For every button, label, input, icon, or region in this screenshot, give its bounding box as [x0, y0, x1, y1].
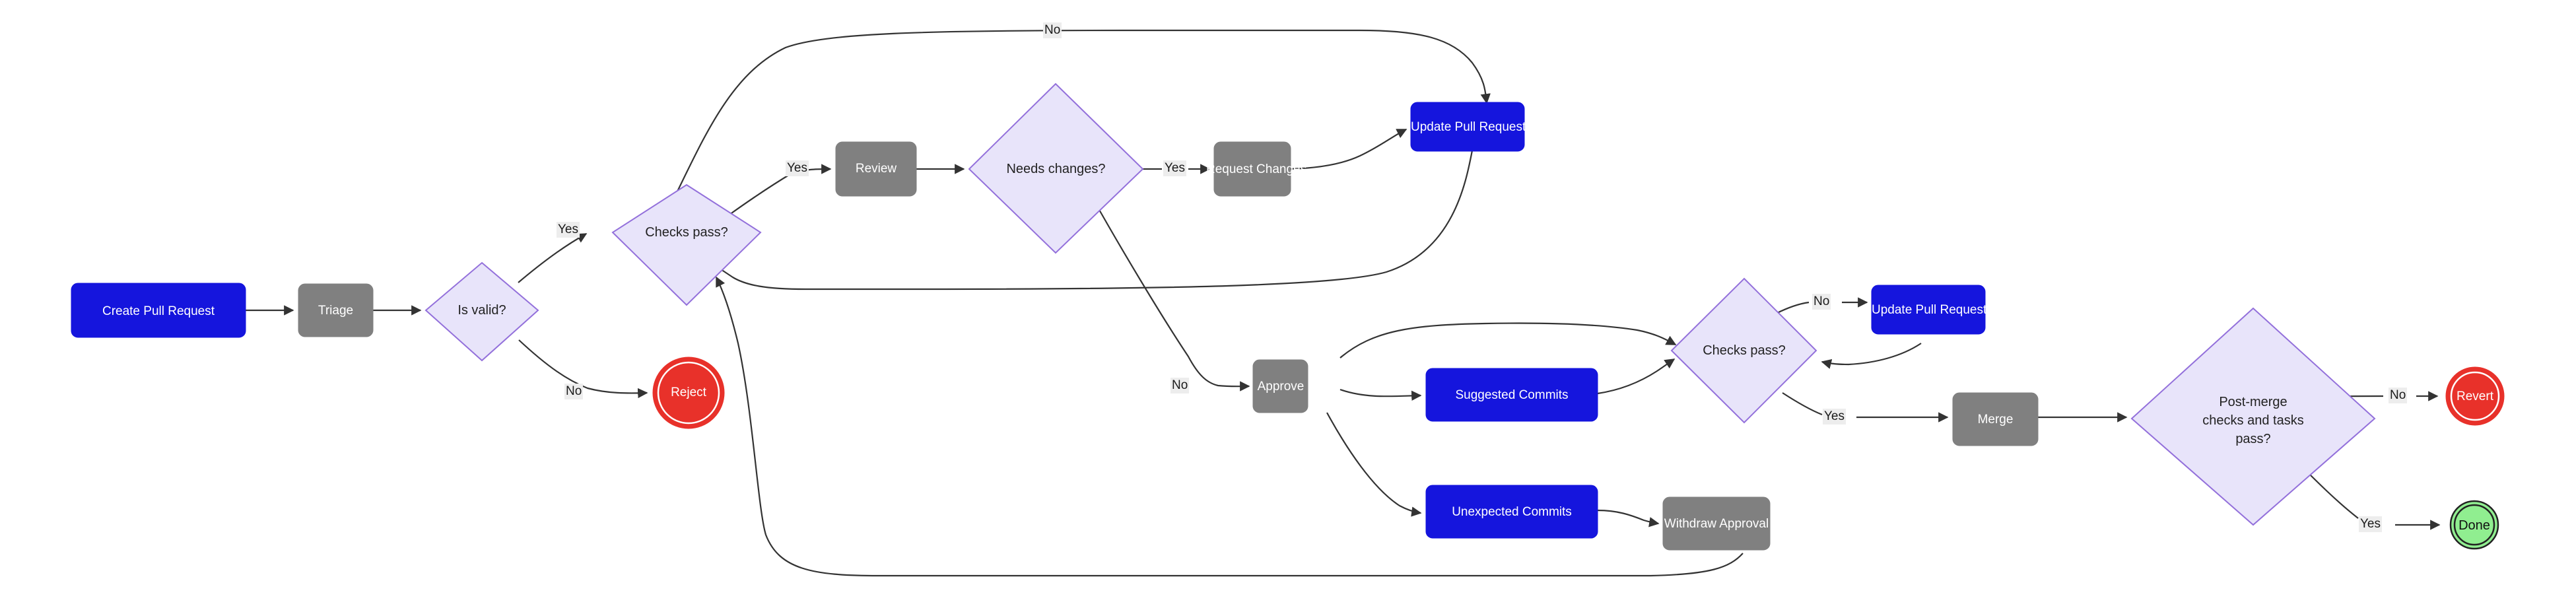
- edge-approve-to-suggested: [1339, 388, 1422, 401]
- node-merge[interactable]: [1952, 392, 2039, 446]
- edge-needschanges-no-to-approve: [1092, 197, 1250, 392]
- edge-label-needschanges-yes: Yes: [1163, 160, 1186, 176]
- node-update-pull-request-2[interactable]: [1871, 285, 1986, 335]
- nodes-layer: [71, 83, 2505, 551]
- edges-layer: [246, 29, 2439, 577]
- node-triage[interactable]: [298, 283, 374, 337]
- edge-label-needschanges-no: No: [1170, 378, 1190, 393]
- node-revert-outer[interactable]: [2445, 366, 2505, 426]
- node-checks-pass-1[interactable]: [611, 184, 762, 306]
- edge-requestchanges-to-update1: [1280, 129, 1407, 170]
- edge-postmerge-yes-to-done: [2297, 461, 2439, 525]
- node-create-pull-request[interactable]: [71, 283, 246, 338]
- node-withdraw-approval[interactable]: [1662, 496, 1771, 551]
- edge-checks2-no-to-update2: [1775, 302, 1867, 314]
- edge-label-postmerge-no: No: [2389, 388, 2408, 403]
- edge-label-checks1-no-top: No: [1043, 22, 1062, 38]
- edge-approve-to-unexpected: [1326, 412, 1422, 517]
- node-revert-inner: [2450, 371, 2500, 421]
- node-review[interactable]: [835, 141, 917, 197]
- edge-isvalid-yes-to-checks1: [518, 233, 588, 283]
- edge-label-isvalid-no: No: [564, 384, 584, 399]
- edge-label-checks2-no: No: [1812, 294, 1831, 310]
- edge-checks1-no-to-update1: [676, 29, 1491, 193]
- edge-update2-to-checks2: [1821, 343, 1922, 369]
- edge-suggested-to-checks2: [1597, 358, 1676, 395]
- node-approve[interactable]: [1252, 359, 1308, 413]
- node-request-changes[interactable]: [1213, 141, 1291, 197]
- edge-label-checks2-yes: Yes: [1823, 409, 1846, 425]
- node-unexpected-commits[interactable]: [1425, 485, 1598, 539]
- node-reject-outer[interactable]: [652, 357, 725, 429]
- node-reject-inner: [657, 361, 720, 425]
- node-checks-pass-2[interactable]: [1670, 277, 1817, 424]
- edge-withdraw-to-checks1: [716, 276, 1744, 577]
- edge-label-postmerge-yes: Yes: [2359, 516, 2382, 532]
- edge-unexpected-to-withdraw: [1597, 509, 1660, 528]
- edge-update1-to-checks1: [704, 150, 1474, 290]
- node-done-inner: [2453, 504, 2495, 546]
- node-done-outer[interactable]: [2449, 500, 2499, 550]
- node-is-valid[interactable]: [424, 261, 539, 362]
- edge-label-checks1-yes: Yes: [786, 160, 809, 176]
- node-suggested-commits[interactable]: [1425, 368, 1598, 422]
- node-update-pull-request-1[interactable]: [1410, 102, 1525, 152]
- node-post-merge-checks[interactable]: [2130, 307, 2376, 526]
- edge-checks1-yes-to-review: [729, 164, 832, 215]
- edge-checks2-yes-to-merge: [1782, 392, 1948, 417]
- edge-approve-to-checks2: [1339, 322, 1677, 358]
- edge-isvalid-no-to-reject: [518, 339, 648, 399]
- edge-label-isvalid-yes: Yes: [557, 222, 580, 238]
- node-needs-changes[interactable]: [968, 83, 1144, 254]
